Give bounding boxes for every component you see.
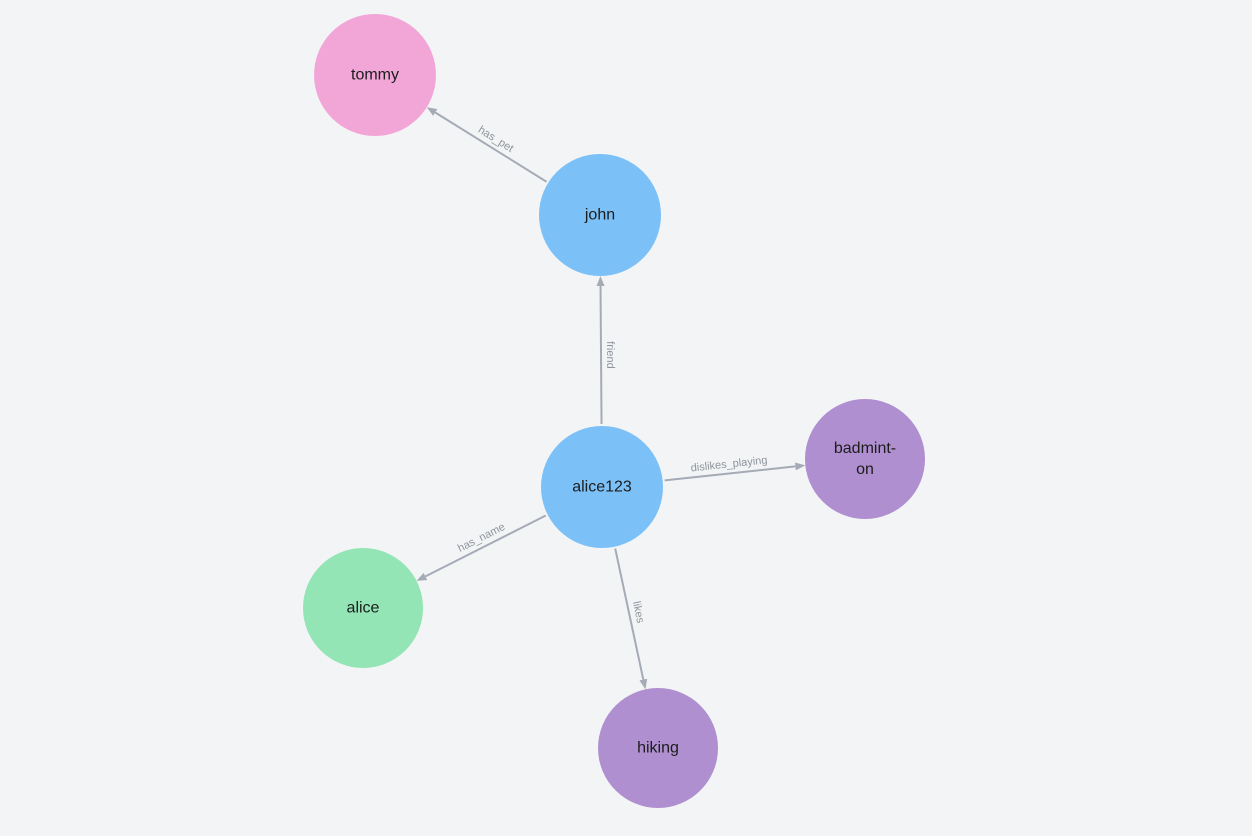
node-circle-alice[interactable]	[303, 548, 423, 668]
node-layer: tommy john alice123 badmint-on alice hiking	[303, 14, 925, 808]
edge-john-tommy[interactable]: has_pet	[426, 107, 548, 183]
relationship-label: likes	[630, 600, 646, 625]
relationship-arrow[interactable]	[614, 548, 648, 690]
node-circle-tommy[interactable]	[314, 14, 436, 136]
relationship-arrow[interactable]	[664, 462, 806, 482]
relationship-label: friend	[604, 341, 616, 369]
node-circle-hiking[interactable]	[598, 688, 718, 808]
node-circle-alice123[interactable]	[541, 426, 663, 548]
node-circle-john[interactable]	[539, 154, 661, 276]
relationship-arrow[interactable]	[426, 107, 548, 183]
node-alice[interactable]: alice	[303, 548, 423, 668]
edge-alice123-badminton[interactable]: dislikes_playing	[664, 454, 806, 482]
node-badminton[interactable]: badmint-on	[805, 399, 925, 519]
node-hiking[interactable]: hiking	[598, 688, 718, 808]
edge-alice123-hiking[interactable]: likes	[614, 548, 648, 690]
node-circle-badminton[interactable]	[805, 399, 925, 519]
node-tommy[interactable]: tommy	[314, 14, 436, 136]
edge-alice123-john[interactable]: friend	[596, 275, 617, 425]
edge-alice123-alice[interactable]: has_name	[416, 514, 547, 581]
relationship-arrow[interactable]	[416, 514, 547, 581]
node-alice123[interactable]: alice123	[541, 426, 663, 548]
node-john[interactable]: john	[539, 154, 661, 276]
relationship-arrow[interactable]	[596, 275, 605, 425]
